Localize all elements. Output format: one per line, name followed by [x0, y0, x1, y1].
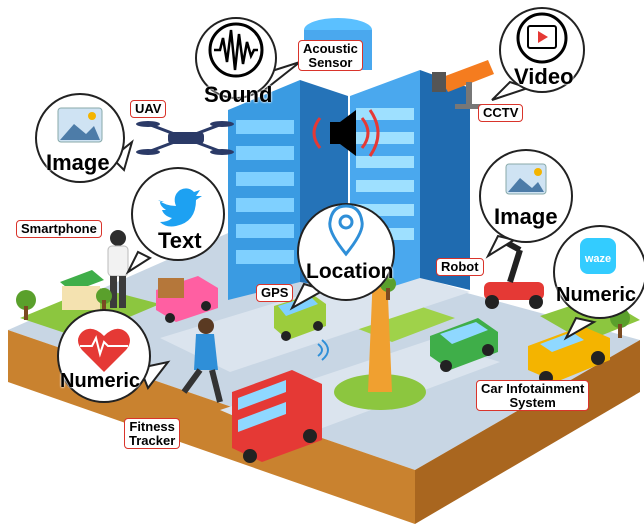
- delivery-truck: [156, 276, 218, 323]
- bubble-numeric-fitness: [57, 309, 171, 403]
- twitter-bird-icon: [158, 188, 202, 227]
- heart-rate-icon: [78, 328, 130, 372]
- bubble-label-location: Location: [306, 260, 394, 283]
- bubble-sound: [195, 17, 301, 99]
- bubble-label-numeric-fitness: Numeric: [60, 370, 141, 392]
- bubble-label-image-uav: Image: [46, 150, 110, 175]
- bubble-label-video: Video: [514, 64, 574, 89]
- cctv-camera-icon: [432, 60, 494, 109]
- image-icon-uav: [57, 107, 103, 143]
- tag-smartphone: Smartphone: [16, 220, 102, 238]
- image-icon-robot: [505, 163, 547, 195]
- tag-car-infotainment-system: Car Infotainment System: [476, 380, 590, 412]
- bubble-label-sound: Sound: [204, 82, 273, 107]
- uav-drone-icon: [136, 121, 234, 155]
- wireless-signal-icon: [317, 339, 329, 361]
- bubble-video: [491, 7, 585, 101]
- double-decker-bus: [232, 370, 322, 463]
- tag-acoustic-sensor: Acoustic Sensor: [298, 40, 363, 72]
- bubble-numeric-car: waze: [553, 225, 644, 341]
- bubble-text: [125, 167, 225, 275]
- video-play-icon: [516, 12, 568, 64]
- pickup-truck: [528, 326, 610, 385]
- waze-icon-text: waze: [584, 253, 611, 265]
- person-with-smartphone: [107, 230, 129, 308]
- kiosk: [60, 270, 104, 310]
- bubble-image-uav: [35, 93, 134, 183]
- waze-icon: waze: [580, 238, 616, 274]
- location-pin-icon: [328, 204, 364, 257]
- tag-cctv: CCTV: [478, 104, 524, 122]
- tag-robot: Robot: [436, 258, 484, 276]
- sound-wave-icon: [208, 22, 264, 78]
- speaker-icon: [312, 109, 380, 157]
- tag-gps: GPS: [256, 284, 294, 302]
- tag-uav: UAV: [130, 100, 167, 118]
- bubble-location: [289, 203, 395, 311]
- runner-person: [181, 318, 223, 403]
- bubble-label-numeric-car: Numeric: [556, 284, 637, 306]
- gps-van: [274, 294, 326, 341]
- tag-fitness-tracker: Fitness Tracker: [124, 418, 181, 450]
- bubble-image-robot: [479, 149, 573, 259]
- green-car: [430, 318, 498, 372]
- bubble-label-image-robot: Image: [494, 204, 558, 229]
- bubble-label-text: Text: [158, 228, 202, 253]
